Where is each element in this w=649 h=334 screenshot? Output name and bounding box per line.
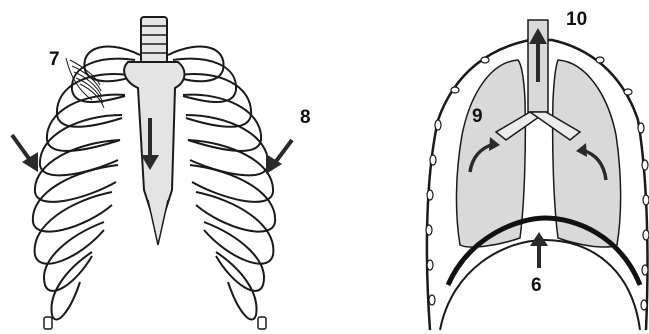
arrow-ribs-left-inward bbox=[12, 135, 38, 172]
ribs-right bbox=[168, 47, 275, 320]
arrow-ribs-right-inward bbox=[266, 140, 292, 174]
rib-ends bbox=[44, 317, 266, 329]
label-9: 9 bbox=[472, 107, 483, 126]
arrow-diaphragm-up bbox=[530, 232, 548, 268]
vertebra-column bbox=[141, 17, 167, 63]
label-7: 7 bbox=[49, 50, 60, 69]
xiphoid-process bbox=[148, 200, 168, 245]
label-8: 8 bbox=[300, 108, 311, 127]
label-6: 6 bbox=[531, 276, 542, 295]
left-lung bbox=[456, 60, 525, 247]
label-10: 10 bbox=[566, 10, 587, 29]
